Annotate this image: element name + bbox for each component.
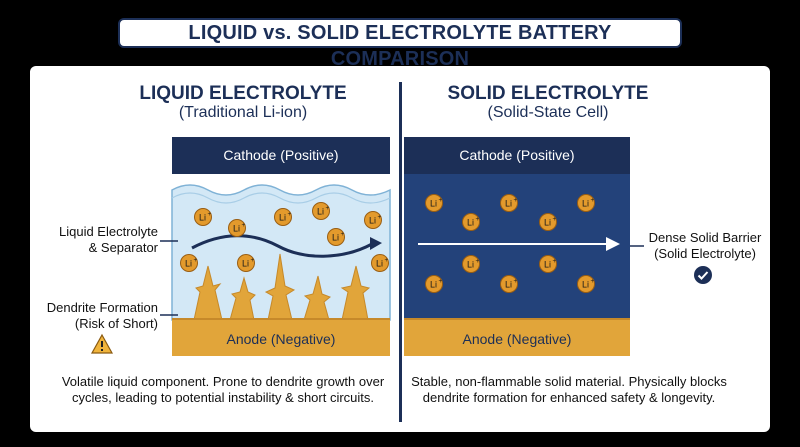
warning-triangle-icon [90,333,114,354]
electrolyte-pointer-line [160,240,178,242]
liquid-cell-diagram [171,184,391,321]
li-ion: Li+ [539,213,557,231]
svg-text:Li: Li [242,259,249,269]
svg-text:Li: Li [505,280,512,290]
solid-heading: SOLID ELECTROLYTE [447,83,649,104]
svg-text:Li: Li [430,280,437,290]
svg-text:+: + [553,217,557,223]
svg-text:+: + [476,217,480,223]
svg-text:+: + [514,279,518,285]
svg-text:Li: Li [369,216,376,226]
li-ion: Li+ [462,255,480,273]
svg-text:Li: Li [317,207,324,217]
li-ion: Li+ [539,255,557,273]
svg-text:+: + [288,212,292,218]
dendrite-pointer-line [160,314,178,316]
svg-text:+: + [514,198,518,204]
li-ion: Li+ [577,194,595,212]
li-ion: Li+ [237,254,255,272]
svg-text:+: + [208,212,212,218]
barrier-pointer-line [630,245,644,247]
li-ion: Li+ [425,275,443,293]
svg-text:Li: Li [467,218,474,228]
li-ion: Li+ [425,194,443,212]
svg-text:+: + [378,215,382,221]
page-title: LIQUID vs. SOLID ELECTROLYTE BATTERY COM… [118,18,682,70]
svg-text:Li: Li [185,259,192,269]
ion-flow-arrowhead [370,237,382,250]
solid-cell-diagram [418,237,620,251]
svg-text:Li: Li [199,213,206,223]
svg-text:Li: Li [544,260,551,270]
svg-text:+: + [439,279,443,285]
liquid-electrolyte-region [171,184,391,321]
liquid-heading: LIQUID ELECTROLYTE [139,83,347,104]
solid-description: Stable, non-flammable solid material. Ph… [411,374,727,405]
svg-text:+: + [251,258,255,264]
liquid-cathode: Cathode (Positive) [172,137,390,174]
svg-text:Li: Li [376,259,383,269]
solid-anode: Anode (Negative) [404,318,630,356]
dendrite-growth [193,253,371,321]
liquid-anode: Anode (Negative) [172,318,390,356]
svg-text:Li: Li [582,199,589,209]
li-ion: Li+ [500,194,518,212]
svg-text:Li: Li [332,233,339,243]
dendrite-formation-label: Dendrite Formation (Risk of Short) [46,300,158,331]
svg-text:+: + [242,223,246,229]
li-ion: Li+ [228,219,246,237]
svg-text:+: + [385,258,389,264]
svg-text:+: + [341,232,345,238]
liquid-description: Volatile liquid component. Prone to dend… [61,374,385,405]
svg-text:Li: Li [467,260,474,270]
li-ion: Li+ [180,254,198,272]
li-ion: Li+ [364,211,382,229]
svg-text:+: + [476,259,480,265]
ion-flow-arrow [191,234,373,258]
li-ion: Li+ [371,254,389,272]
svg-text:+: + [326,206,330,212]
li-ion: Li+ [577,275,595,293]
svg-text:+: + [553,259,557,265]
center-divider [399,82,402,422]
solid-cathode: Cathode (Positive) [404,137,630,174]
svg-text:Li: Li [233,224,240,234]
li-ion: Li+ [462,213,480,231]
li-ion: Li+ [312,202,330,220]
liquid-electrolyte-label: Liquid Electrolyte & Separator [59,224,158,255]
solid-barrier-label: Dense Solid Barrier (Solid Electrolyte) [648,230,762,261]
svg-text:+: + [194,258,198,264]
svg-text:Li: Li [505,199,512,209]
svg-text:+: + [591,198,595,204]
li-ion: Li+ [500,275,518,293]
solid-ion-flow-arrowhead [606,237,620,251]
check-circle-icon [694,266,712,284]
li-ion: Li+ [194,208,212,226]
svg-text:+: + [439,198,443,204]
solid-subheading: (Solid-State Cell) [487,104,609,121]
liquid-subheading: (Traditional Li-ion) [178,104,308,121]
svg-text:Li: Li [279,213,286,223]
li-ion: Li+ [327,228,345,246]
li-ion: Li+ [274,208,292,226]
svg-text:+: + [591,279,595,285]
svg-text:Li: Li [544,218,551,228]
liquid-surface-wave [171,192,391,204]
svg-text:Li: Li [430,199,437,209]
svg-text:Li: Li [582,280,589,290]
